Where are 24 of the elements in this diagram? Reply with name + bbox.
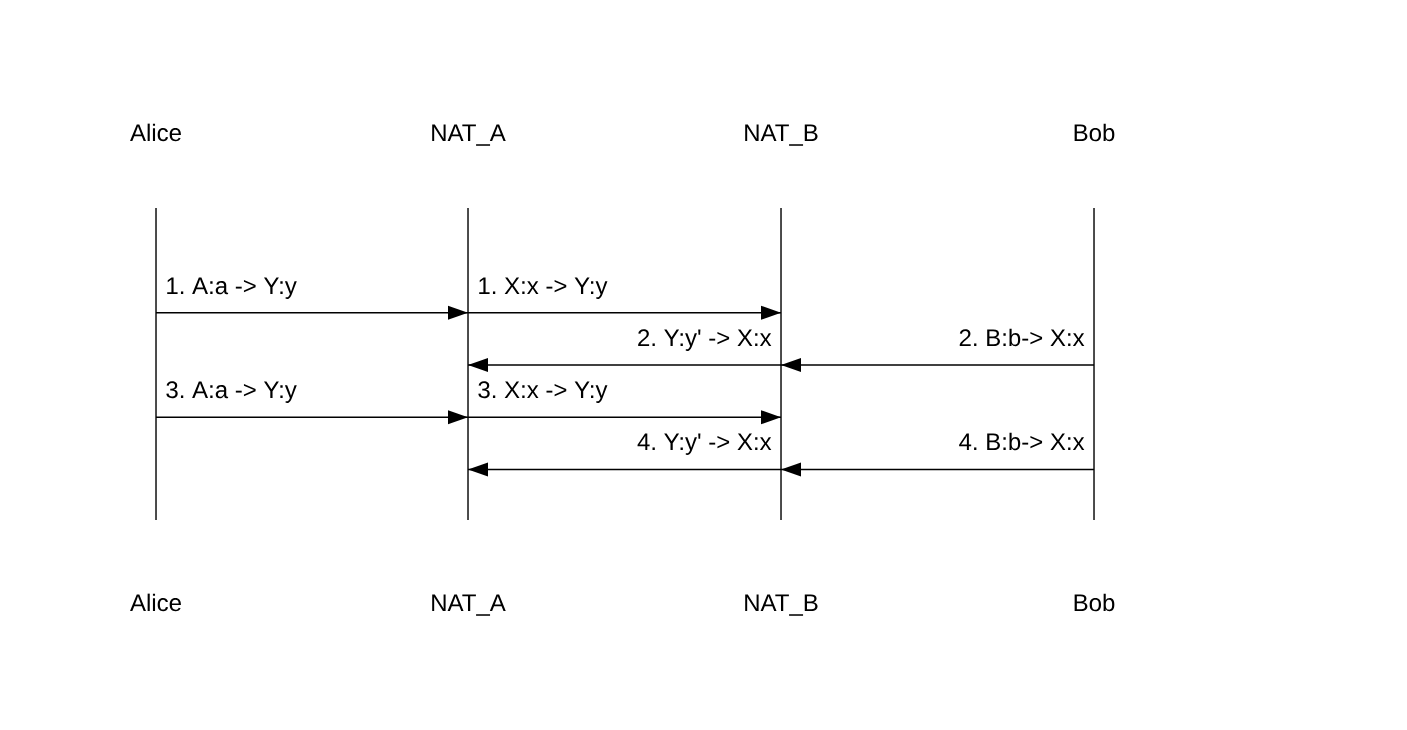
message-arrow bbox=[780, 358, 1095, 372]
edge-label: 2. B:b-> X:x bbox=[959, 328, 1085, 347]
participant-label: NAT_A bbox=[432, 594, 506, 616]
message-arrow bbox=[467, 462, 782, 477]
participant-label: NAT_A bbox=[432, 124, 506, 146]
participant-label: NAT_B bbox=[745, 594, 818, 616]
message-arrow bbox=[155, 410, 469, 425]
participant-label: Alice bbox=[130, 593, 181, 612]
participant-label: Alice bbox=[130, 123, 181, 142]
message-arrow bbox=[780, 462, 1095, 477]
edge-label: 4. B:b-> X:x bbox=[959, 432, 1085, 451]
edge-label: 2. Y:y' -> X:x bbox=[638, 329, 772, 351]
participant-label: Bob bbox=[1074, 593, 1115, 612]
message-arrow bbox=[467, 358, 782, 372]
edge-label: 3. X:x -> Y:y bbox=[478, 381, 608, 403]
message-arrow bbox=[467, 410, 782, 425]
edge-label: 1. X:x -> Y:y bbox=[479, 277, 608, 299]
message-arrow bbox=[467, 305, 782, 320]
participant-label: NAT_B bbox=[745, 124, 818, 146]
edge-label: 1. A:a -> Y:y bbox=[167, 277, 297, 299]
edge-label: 3. A:a -> Y:y bbox=[166, 381, 297, 403]
message-arrow bbox=[155, 305, 469, 320]
edge-label: 4. Y:y' -> X:x bbox=[637, 433, 772, 455]
participant-label: Bob bbox=[1074, 123, 1115, 142]
